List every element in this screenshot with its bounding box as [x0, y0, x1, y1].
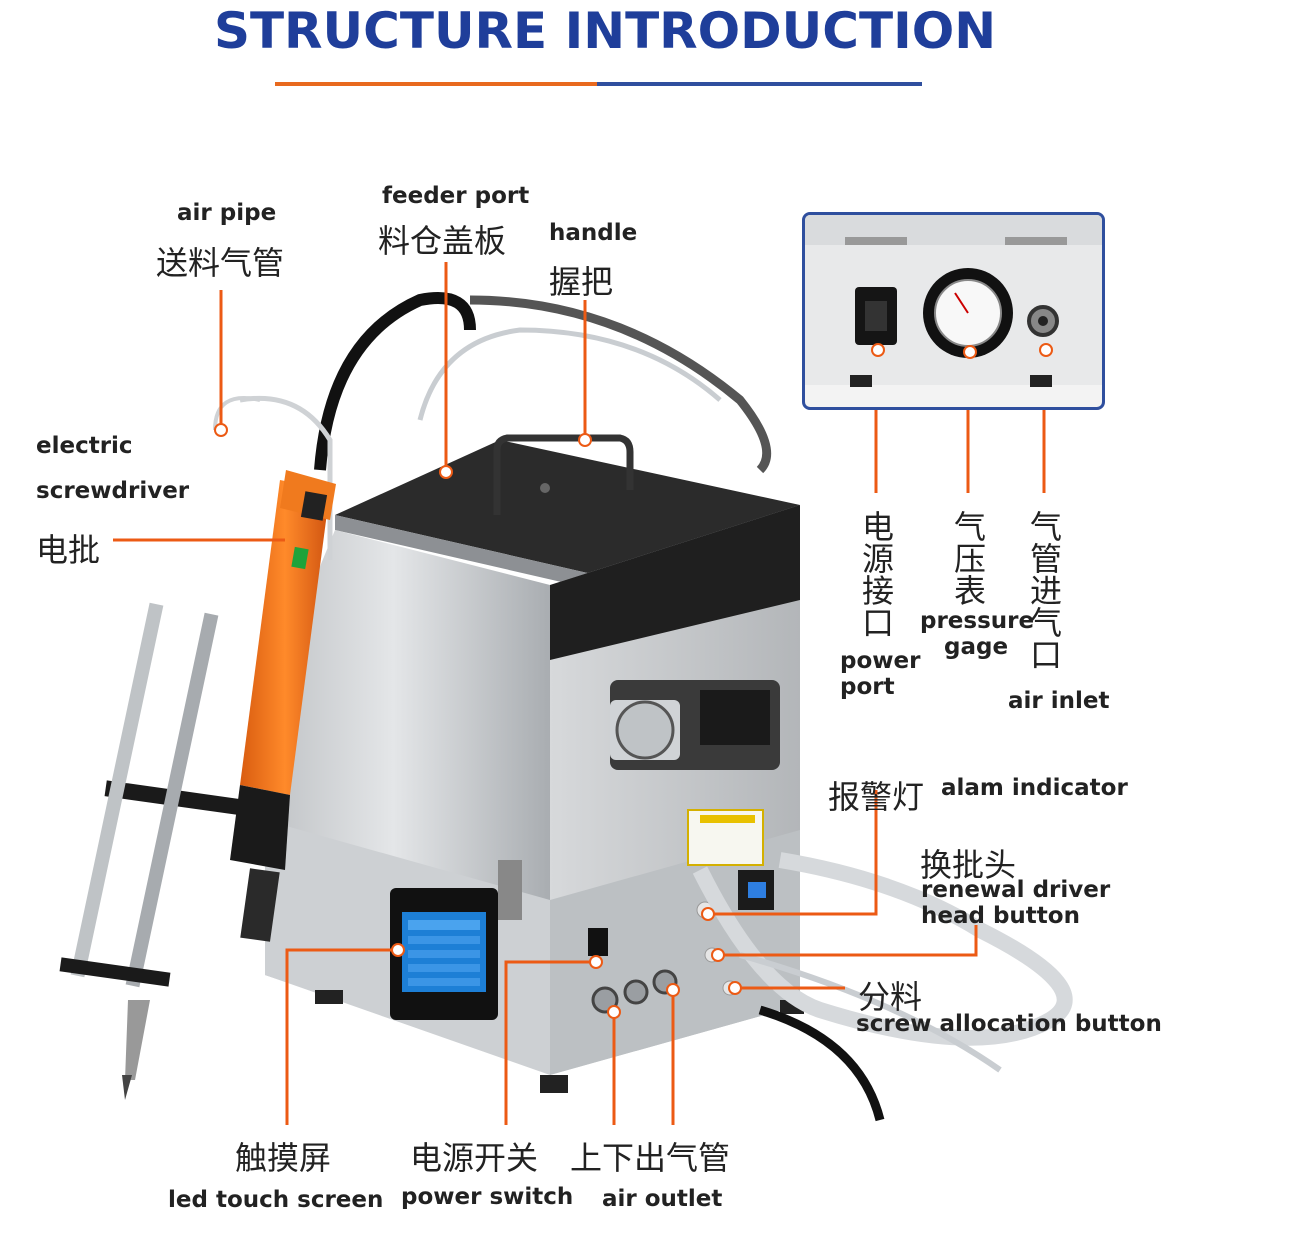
back-panel-inset — [802, 212, 1105, 410]
label-pressure-en1: pressure — [920, 608, 1035, 634]
power-socket-icon — [855, 287, 897, 345]
label-allocation-en: screw allocation button — [856, 1011, 1162, 1037]
label-air-pipe-cn: 送料气管 — [156, 244, 285, 282]
label-power-port-cn: 电源接口 — [857, 510, 895, 638]
label-alarm-cn: 报警灯 — [828, 778, 925, 816]
label-electric-en: electric — [36, 433, 133, 459]
electric-screwdriver-illustration — [59, 470, 336, 1100]
title-rule-orange — [275, 82, 597, 86]
label-feeder-port-cn: 料仓盖板 — [378, 222, 507, 260]
label-alarm-en: alam indicator — [941, 775, 1128, 801]
label-feeder-port-en: feeder port — [382, 183, 530, 209]
page-title: STRUCTURE INTRODUCTION — [213, 2, 997, 60]
label-touch-cn: 触摸屏 — [235, 1139, 332, 1177]
label-renewal-cn: 换批头 — [920, 846, 1017, 884]
label-switch-cn: 电源开关 — [410, 1139, 539, 1177]
label-power-port-en2: port — [840, 674, 895, 700]
label-air-inlet-en: air inlet — [1008, 688, 1110, 714]
label-renewal-en2: head button — [921, 903, 1080, 929]
label-pressure-en2: gage — [944, 634, 1009, 660]
air-inlet-connector-icon — [1027, 305, 1059, 337]
label-screwdriver-cn: 电批 — [36, 531, 101, 569]
pressure-gauge-icon — [923, 268, 1013, 358]
label-switch-en: power switch — [401, 1184, 574, 1210]
label-air-pipe-en: air pipe — [177, 200, 277, 226]
label-air-inlet-cn: 气管进气口 — [1025, 510, 1063, 670]
label-screwdriver-en: screwdriver — [36, 478, 190, 504]
label-touch-en: led touch screen — [168, 1187, 384, 1213]
label-power-port-en1: power — [840, 648, 921, 674]
label-allocation-cn: 分料 — [858, 978, 923, 1016]
label-renewal-en1: renewal driver — [921, 877, 1111, 903]
title-rule-blue — [597, 82, 922, 86]
label-outlet-cn: 上下出气管 — [570, 1139, 731, 1177]
label-handle-cn: 握把 — [549, 263, 614, 301]
label-outlet-en: air outlet — [602, 1186, 723, 1212]
label-pressure-cn: 气压表 — [949, 510, 987, 606]
label-handle-en: handle — [549, 220, 638, 246]
